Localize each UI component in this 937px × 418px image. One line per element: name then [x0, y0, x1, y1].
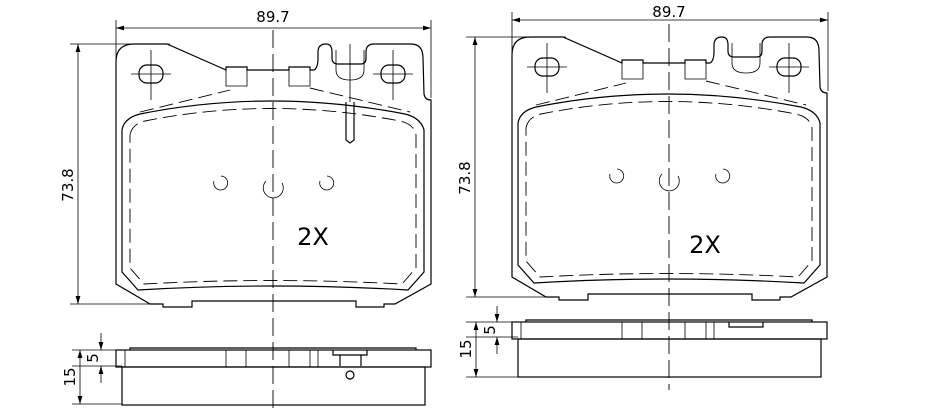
width-dimension: 89.7 [652, 3, 685, 21]
right-pad-front-view: 89.7 73.8 2X [456, 3, 829, 390]
plate-thickness-dimension: 5 [481, 325, 499, 335]
height-dimension: 73.8 [456, 161, 474, 194]
plate-thickness-dimension: 5 [84, 353, 102, 363]
total-thickness-dimension: 15 [61, 367, 79, 386]
height-dimension: 73.8 [59, 168, 77, 201]
quantity-label: 2X [689, 231, 721, 259]
width-dimension: 89.7 [256, 8, 289, 26]
left-pad-side-view: 5 15 [61, 333, 432, 406]
quantity-label: 2X [297, 223, 329, 251]
wear-sensor [345, 102, 355, 144]
right-pad-side-view: 5 15 [457, 306, 828, 378]
total-thickness-dimension: 15 [457, 339, 475, 358]
left-pad-front-view: 89.7 73.8 2X [59, 8, 432, 413]
